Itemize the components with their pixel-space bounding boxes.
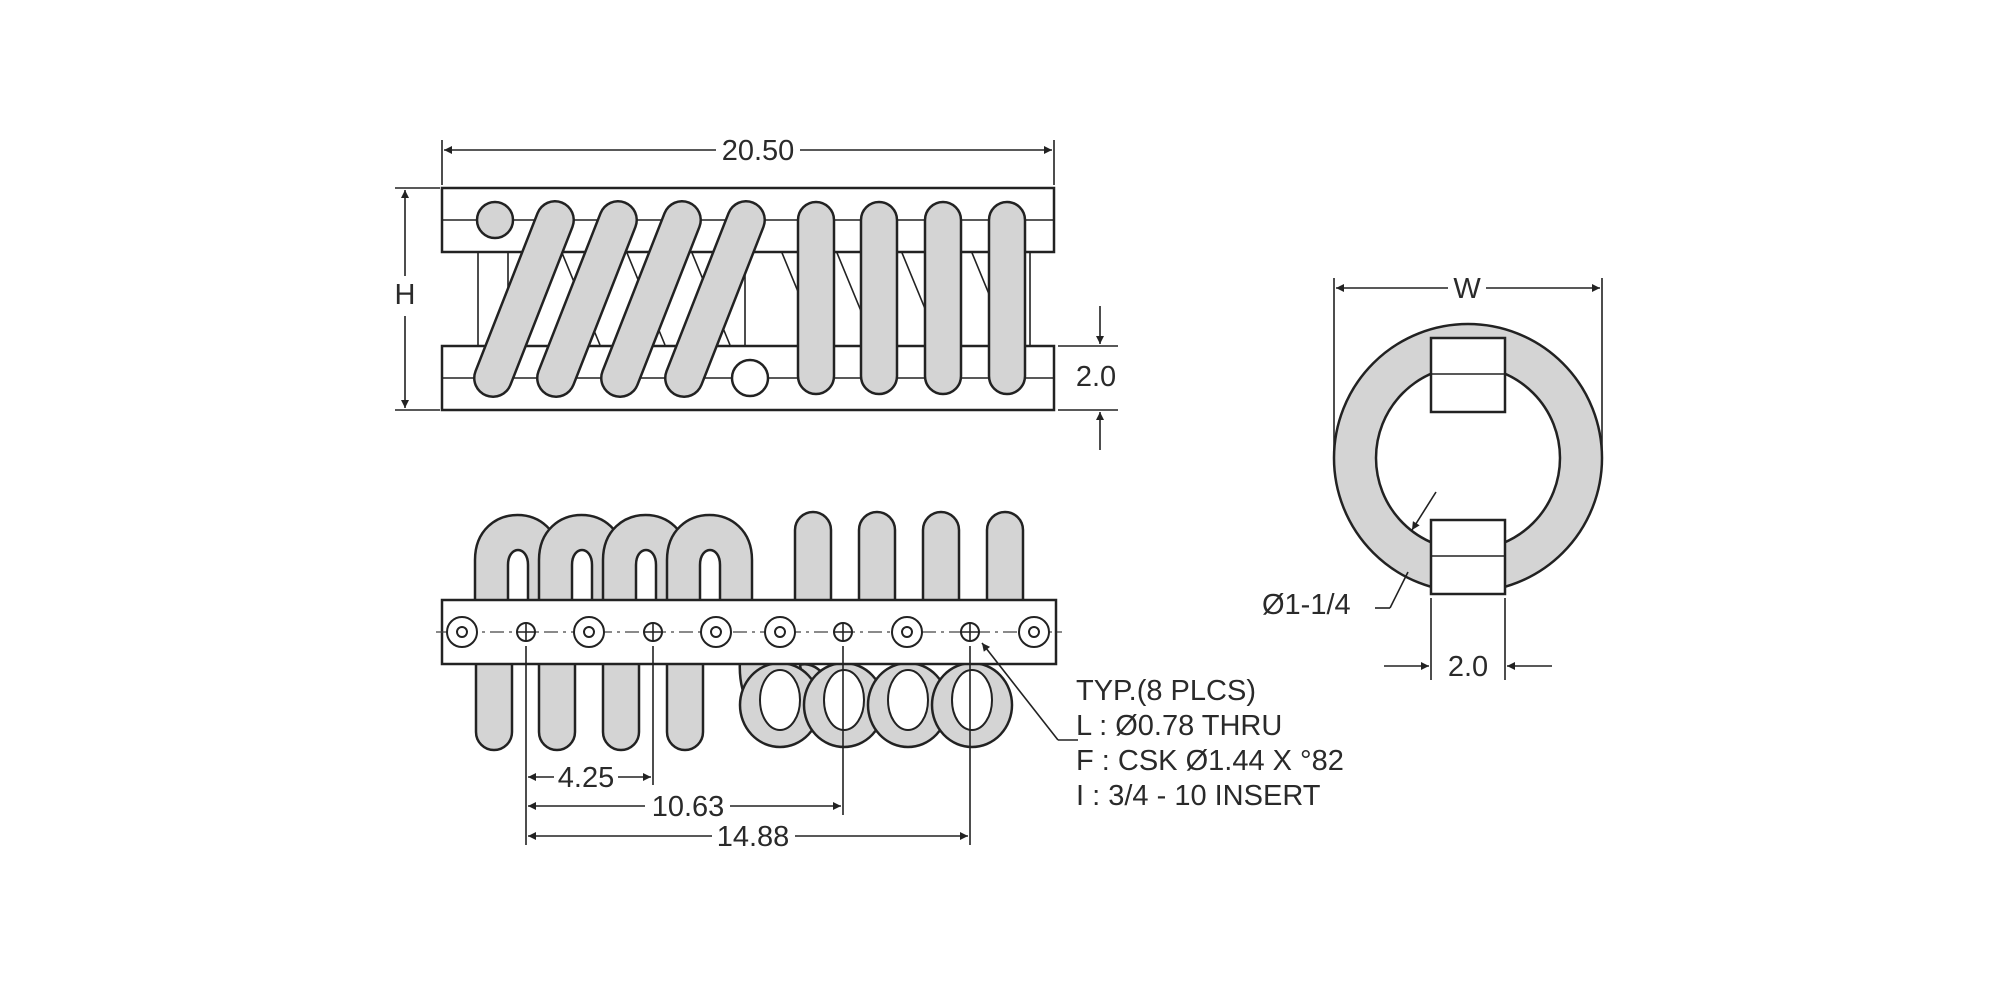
hole-note-line-1: TYP.(8 PLCS) [1076,675,1256,707]
hole-note-line-4: I : 3/4 - 10 INSERT [1076,780,1321,812]
dim-bar-width: 2.0 [1384,598,1552,683]
dim-width: W [1333,273,1603,458]
top-view-holes [446,616,1050,648]
dim-bar-thickness-value: 2.0 [1076,361,1116,393]
dim-cable-diameter: Ø1-1/4 [1262,491,1437,621]
side-view: 20.50 H 2.0 [395,135,1118,450]
end-view-top-bar [1429,336,1507,414]
dim-width-value: W [1453,273,1481,305]
side-view-vertical-coils [796,200,1027,396]
hole-note-leader [981,642,1078,741]
end-view-bottom-bar [1429,518,1507,596]
dim-pitch-1-value: 4.25 [558,762,614,794]
side-view-cable-end-bottom [730,358,770,398]
top-view-lower-loops [474,638,1014,752]
dim-length: 20.50 [441,135,1055,185]
dim-pitch-1: 4.25 [528,762,651,794]
side-view-cable-end-top [475,200,515,240]
dim-pitch-2-value: 10.63 [652,791,725,823]
dim-bar-thickness: 2.0 [1058,306,1118,450]
dim-length-value: 20.50 [722,135,795,167]
dim-pitch-3-value: 14.88 [717,821,790,853]
dim-cable-diameter-value: Ø1-1/4 [1262,589,1351,621]
dim-pitch-3: 14.88 [528,821,968,853]
hole-note-line-3: F : CSK Ø1.44 X °82 [1076,745,1344,777]
hole-note: TYP.(8 PLCS) L : Ø0.78 THRU F : CSK Ø1.4… [1076,675,1344,812]
side-view-diagonal-coils [473,200,766,398]
dim-bar-width-value: 2.0 [1448,651,1488,683]
dim-pitch-2: 10.63 [528,791,841,823]
top-view: 4.25 10.63 14.88 TYP.(8 PLCS) L : Ø0.78 … [436,510,1344,853]
end-view: W Ø1-1/4 2.0 [1262,273,1604,683]
top-view-upper-loops [473,510,1025,624]
hole-note-line-2: L : Ø0.78 THRU [1076,710,1282,742]
dim-height: H [395,187,440,411]
dim-height-value: H [395,279,416,311]
